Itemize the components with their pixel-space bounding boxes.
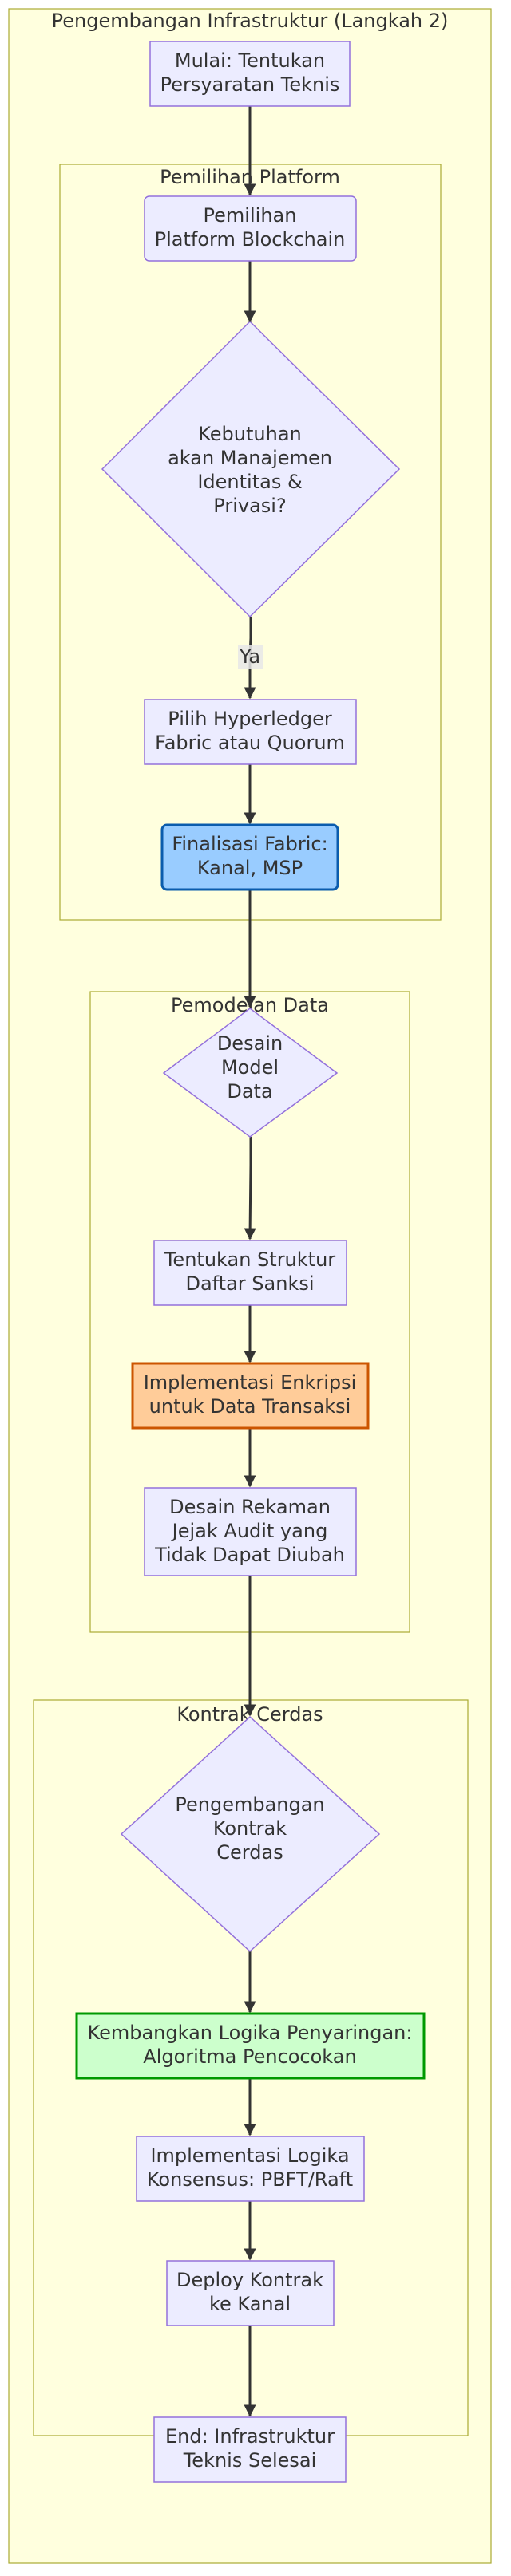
node-deploy-line-2: ke Kanal — [209, 2293, 291, 2315]
node-finalize-fabric: Finalisasi Fabric: Kanal, MSP — [160, 823, 339, 891]
cluster-main-title: Pengembangan Infrastruktur (Langkah 2) — [52, 10, 449, 32]
node-select-platform: Pemilihan Platform Blockchain — [144, 195, 357, 262]
node-design-model: Desain Model Data — [162, 1008, 339, 1138]
node-contract-dev-line-3: Cerdas — [216, 1841, 283, 1864]
node-start-line-2: Persyaratan Teknis — [160, 73, 340, 96]
node-identity-decision-line-2: akan Manajemen — [168, 447, 332, 469]
node-sanction-structure-line-2: Daftar Sanksi — [185, 1272, 314, 1295]
node-design-model-line-3: Data — [227, 1080, 272, 1103]
node-select-platform-line-1: Pemilihan — [204, 204, 297, 227]
node-pick-fabric-line-1: Pilih Hyperledger — [168, 708, 332, 730]
node-pick-fabric-line-2: Fabric atau Quorum — [155, 732, 345, 754]
node-start-line-1: Mulai: Tentukan — [175, 49, 325, 72]
node-encryption: Implementasi Enkripsi untuk Data Transak… — [131, 1362, 370, 1430]
node-sanction-structure-line-1: Tentukan Struktur — [164, 1249, 335, 1271]
node-audit-trail-line-2: Jejak Audit yang — [171, 1520, 328, 1542]
node-filter-logic: Kembangkan Logika Penyaringan: Algoritma… — [75, 2012, 426, 2080]
node-pick-fabric: Pilih Hyperledger Fabric atau Quorum — [144, 699, 357, 765]
edge-label-yes: Ya — [239, 645, 260, 668]
node-filter-logic-line-2: Algoritma Pencocokan — [143, 2045, 356, 2068]
node-encryption-line-2: untuk Data Transaksi — [149, 1395, 351, 1418]
node-contract-dev-line-1: Pengembangan — [175, 1793, 324, 1816]
node-deploy: Deploy Kontrak ke Kanal — [166, 2260, 335, 2326]
node-end-line-1: End: Infrastruktur — [165, 2425, 335, 2448]
node-contract-dev: Pengembangan Kontrak Cerdas — [120, 1715, 381, 1953]
node-end: End: Infrastruktur Teknis Selesai — [153, 2416, 347, 2483]
node-design-model-line-1: Desain — [217, 1032, 283, 1055]
node-deploy-line-1: Deploy Kontrak — [176, 2269, 323, 2291]
node-consensus-line-2: Konsensus: PBFT/Raft — [147, 2168, 353, 2191]
node-finalize-fabric-line-1: Finalisasi Fabric: — [172, 833, 327, 855]
edge-label-yes-bg — [238, 645, 263, 669]
node-contract-dev-line-2: Kontrak — [213, 1817, 287, 1840]
edges: Ya — [238, 106, 263, 2417]
node-identity-decision-line-3: Identitas & — [197, 471, 302, 493]
node-end-line-2: Teknis Selesai — [183, 2449, 317, 2471]
edge-model-to-sanction — [244, 1137, 256, 1241]
node-filter-logic-line-1: Kembangkan Logika Penyaringan: — [88, 2022, 413, 2044]
node-audit-trail: Desain Rekaman Jejak Audit yang Tidak Da… — [144, 1487, 357, 1576]
node-finalize-fabric-line-2: Kanal, MSP — [197, 857, 303, 879]
node-consensus: Implementasi Logika Konsensus: PBFT/Raft — [136, 2136, 365, 2202]
node-encryption-line-1: Implementasi Enkripsi — [144, 1371, 357, 1394]
node-consensus-line-1: Implementasi Logika — [150, 2144, 349, 2167]
node-start: Mulai: Tentukan Persyaratan Teknis — [149, 41, 351, 107]
node-design-model-line-2: Model — [221, 1056, 279, 1079]
node-select-platform-line-2: Platform Blockchain — [155, 228, 346, 250]
node-identity-decision: Kebutuhan akan Manajemen Identitas & Pri… — [101, 320, 401, 618]
node-identity-decision-line-4: Privasi? — [213, 495, 286, 517]
node-audit-trail-line-1: Desain Rekaman — [169, 1496, 331, 1518]
node-identity-decision-line-1: Kebutuhan — [198, 423, 302, 445]
node-sanction-structure: Tentukan Struktur Daftar Sanksi — [153, 1240, 347, 1306]
node-audit-trail-line-3: Tidak Dapat Diubah — [154, 1544, 345, 1566]
